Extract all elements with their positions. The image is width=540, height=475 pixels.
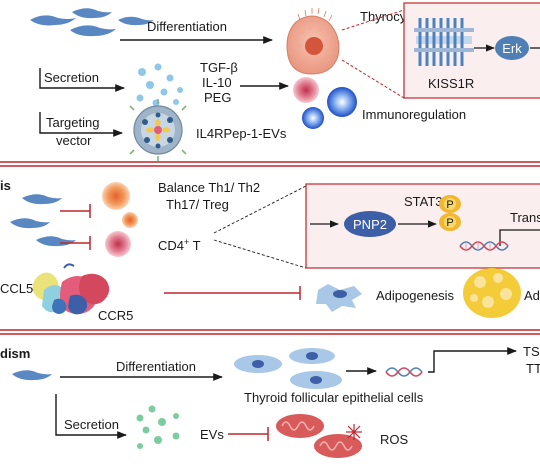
immune-cells xyxy=(293,77,357,129)
msc-cells-middle xyxy=(10,194,76,247)
dna-helix-middle xyxy=(459,241,509,251)
transcription-arrow xyxy=(499,229,540,246)
balance-label-line1: Balance Th1/ Th2 xyxy=(158,180,260,195)
pnp2-node xyxy=(344,211,396,237)
panel-3: dism Differentiation Thyroid follicular … xyxy=(0,333,540,458)
dna-output-arrows xyxy=(428,347,517,373)
differentiation-label-bottom: Differentiation xyxy=(116,359,196,374)
msc-cells-top xyxy=(30,8,154,37)
panel-2: is Balance Th1/ Th2 Th17/ Treg CD4+ T PN… xyxy=(0,165,540,331)
inset-connector-top xyxy=(341,9,405,31)
adipogenesis-label: Adipogenesis xyxy=(376,288,455,303)
ev-dots xyxy=(136,63,183,107)
ts-label-fragment: TS xyxy=(523,344,540,359)
secretion-arrow-bottom xyxy=(55,394,127,439)
differentiation-label: Differentiation xyxy=(147,19,227,34)
thyroid-follicular-cells xyxy=(234,348,342,389)
pnp2-label: PNP2 xyxy=(353,217,387,232)
transcription-label-fragment: Trans xyxy=(510,210,540,225)
panel-1-border xyxy=(0,161,540,163)
mitochondria-ros xyxy=(276,414,362,458)
adipocyte xyxy=(463,268,521,318)
ev-dots-bottom xyxy=(136,405,180,449)
factor-il-10: IL-10 xyxy=(202,75,232,90)
targeting-label-line1: Targeting xyxy=(46,115,99,130)
dna-helix-bottom xyxy=(385,367,423,377)
phospho-label-1: P xyxy=(446,199,453,211)
phospho-label-2: P xyxy=(446,217,453,229)
panel-3-title-fragment: dism xyxy=(0,346,30,361)
secretion-label-bottom: Secretion xyxy=(64,417,119,432)
inset-connector-bottom xyxy=(341,59,405,99)
il4rpep-ev-particle xyxy=(129,99,187,161)
stat3-inset-connector-bottom xyxy=(213,239,307,269)
erk-node xyxy=(495,36,529,60)
panel-2-title-fragment: is xyxy=(0,178,11,193)
factor-peg: PEG xyxy=(204,90,231,105)
inhibition-lines-middle xyxy=(60,204,91,250)
secretion-label: Secretion xyxy=(44,70,99,85)
kiss1r-label: KISS1R xyxy=(428,76,474,91)
msc-cell-bottom xyxy=(12,370,52,381)
panel-3-border xyxy=(0,333,540,335)
stat3-dimer xyxy=(439,195,461,231)
evs-inhibition xyxy=(228,427,269,441)
ccr5-label: CCR5 xyxy=(98,308,133,323)
ccr5-inhibition xyxy=(164,286,301,300)
balance-label-line2: Th17/ Treg xyxy=(166,197,229,212)
ccl5-label: CCL5 xyxy=(0,281,33,296)
factor-tgf-beta: TGF-β xyxy=(200,60,238,75)
tt-label-fragment: TT xyxy=(526,361,540,376)
stat3-label: STAT3 xyxy=(404,194,443,209)
targeting-label-line2: vector xyxy=(56,133,92,148)
t-cells xyxy=(102,182,138,257)
targeting-arrow xyxy=(39,112,123,137)
erk-label: Erk xyxy=(502,41,522,56)
kiss1r-receptor xyxy=(414,18,474,66)
ros-label: ROS xyxy=(380,432,409,447)
il4rpep-ev-label: IL4RPep-1-EVs xyxy=(196,126,287,141)
panel-2-border xyxy=(0,165,540,331)
thyrocyte-cell xyxy=(286,7,340,75)
secretion-arrow xyxy=(39,68,125,92)
cd4-t-label: CD4+ T xyxy=(158,237,201,253)
panel-1: Differentiation Thyrocyte Secretion TGF- xyxy=(0,2,540,163)
preadipocyte xyxy=(316,284,362,312)
immunoregulation-label: Immunoregulation xyxy=(362,107,466,122)
ccl5-ccr5-complex xyxy=(32,263,110,315)
evs-label: EVs xyxy=(200,427,224,442)
stat3-inset-connector-top xyxy=(213,185,307,234)
thyroid-cells-label: Thyroid follicular epithelial cells xyxy=(244,390,424,405)
adipocyte-label-fragment: Ad xyxy=(524,288,540,303)
thyrocyte-label: Thyrocyte xyxy=(360,9,417,24)
